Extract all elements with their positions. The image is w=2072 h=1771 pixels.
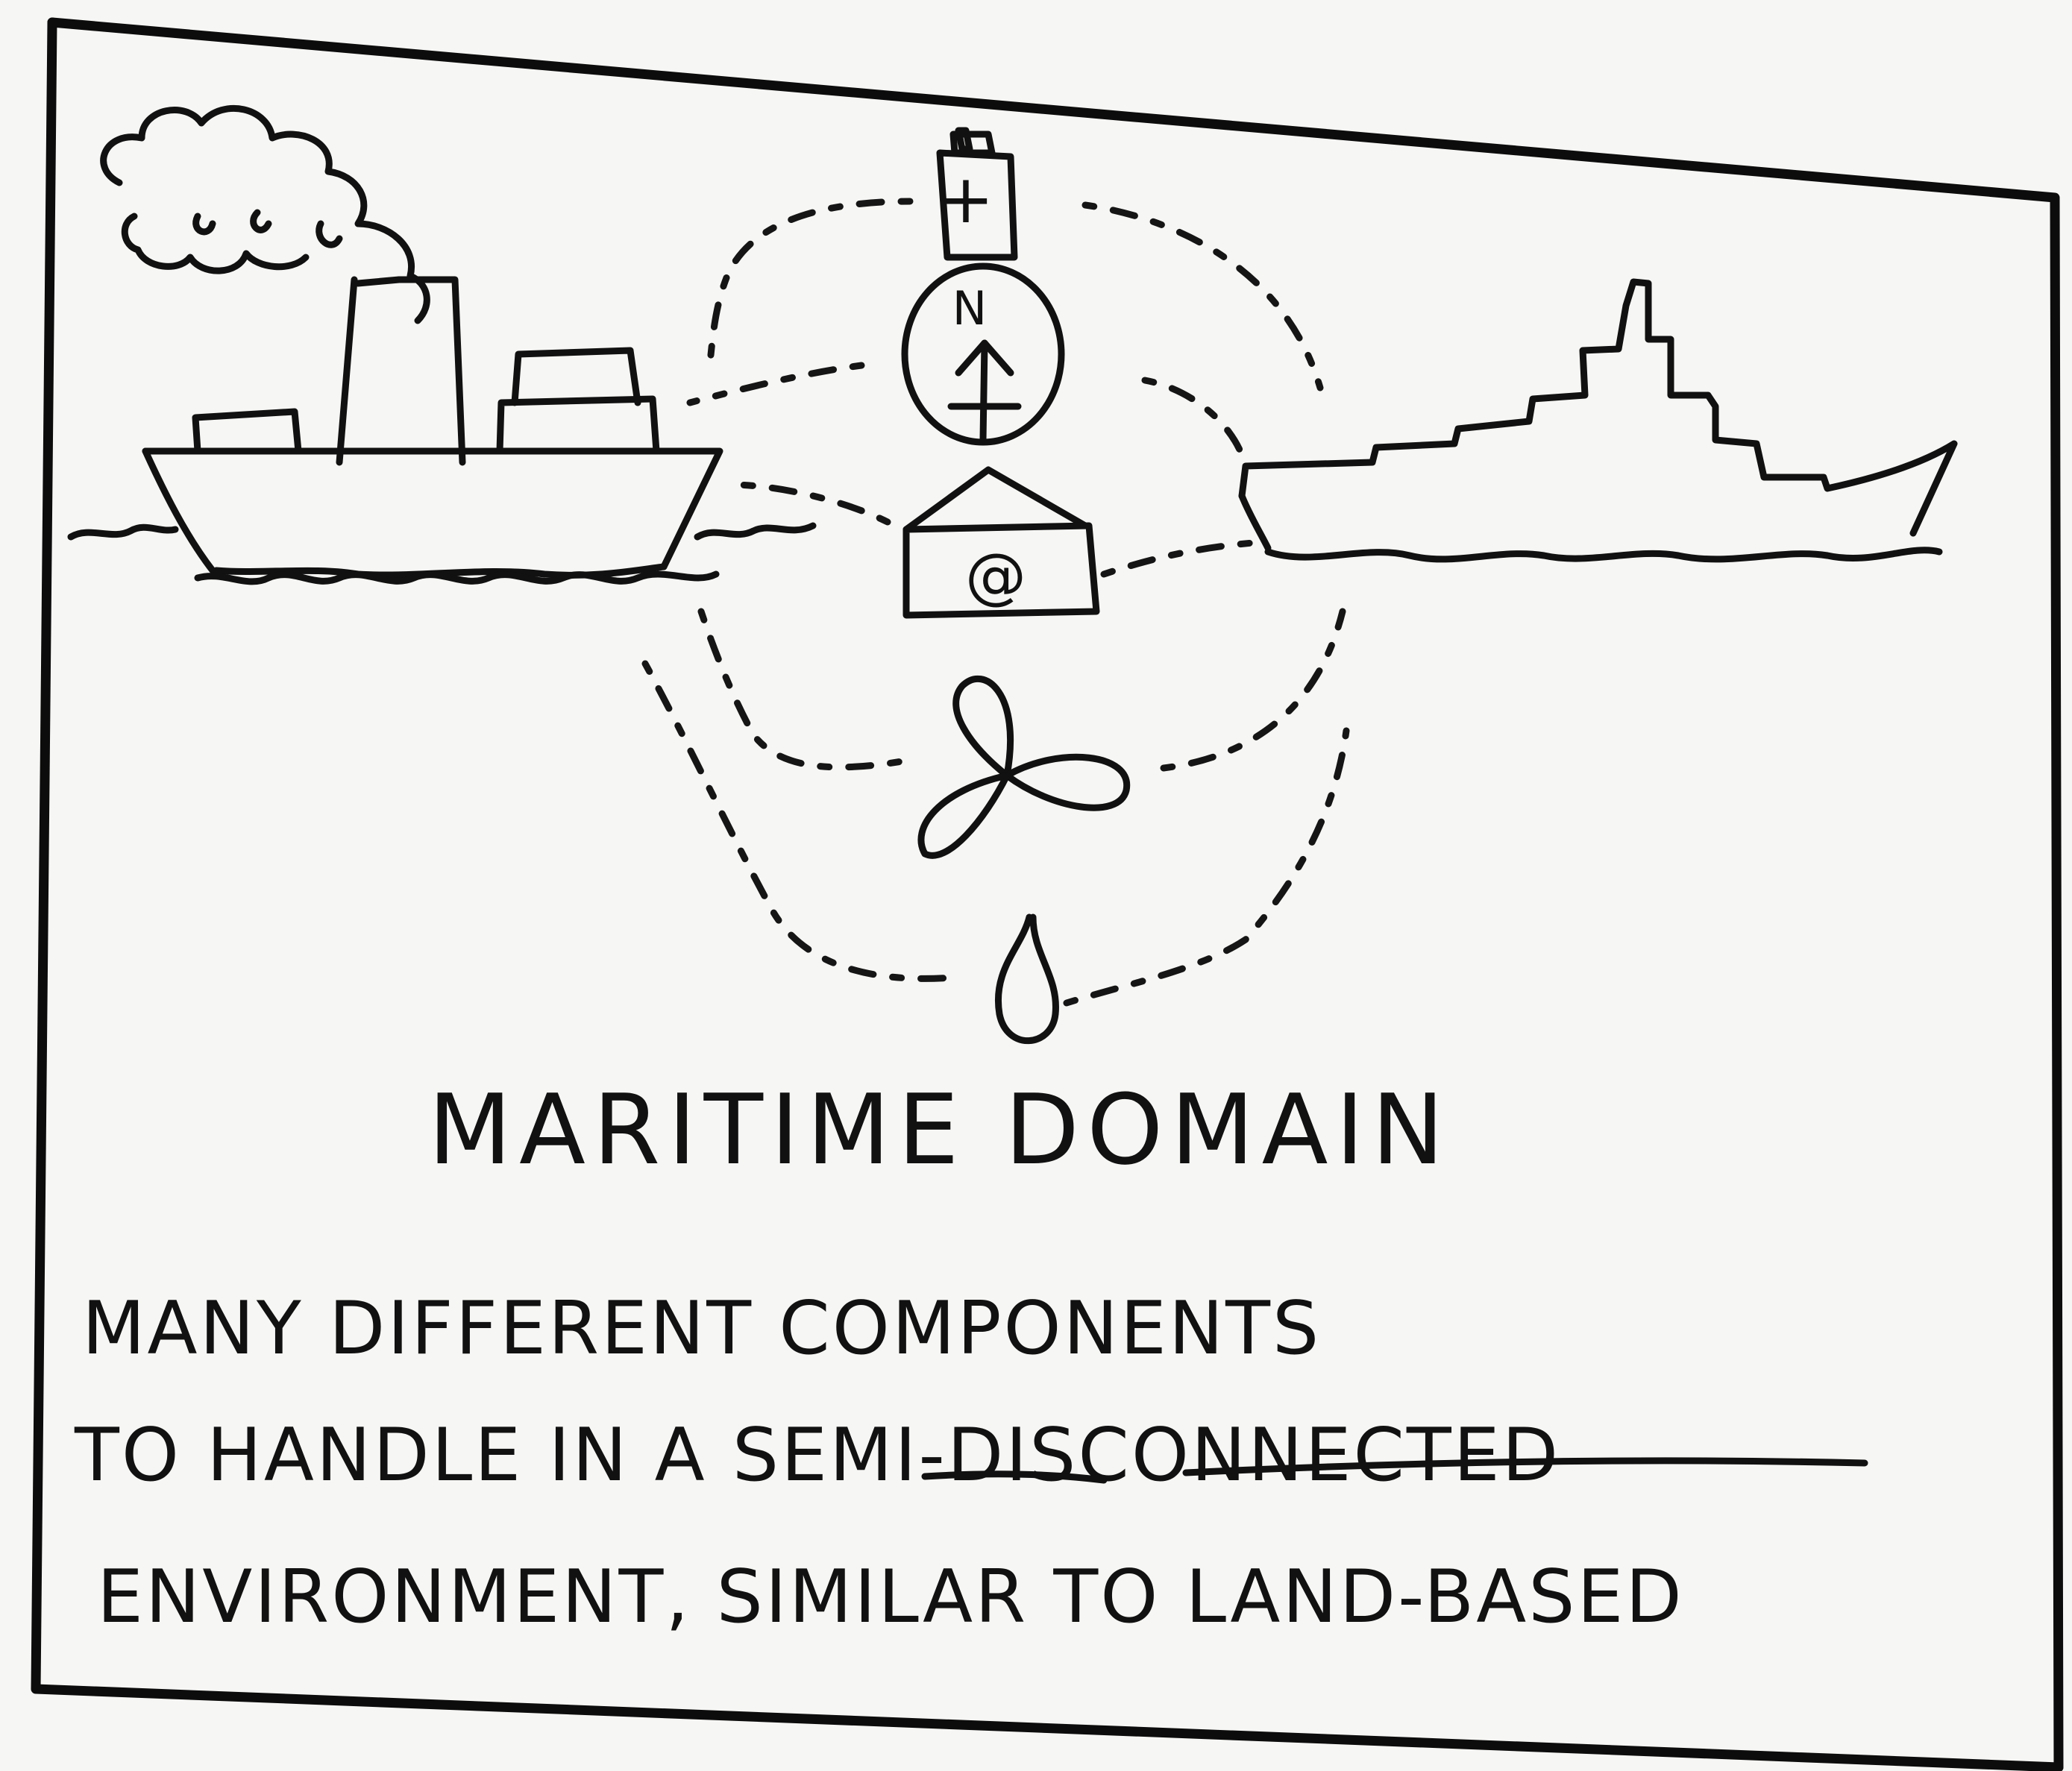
diagram-description: MANY DIFFERENT COMPONENTS TO HANDLE IN A… [74,1286,1684,1640]
compass-north-label: N [952,281,987,336]
diagram-title: MARITIME DOMAIN [428,1073,1451,1186]
emphasis-underlines [921,1457,1868,1484]
fuel-drop-icon [995,913,1059,1045]
email-at-label: @ [965,541,1026,611]
description-line-2: TO HANDLE IN A SEMI-DISCONNECTED [74,1413,1560,1498]
description-line-3: ENVIRONMENT, SIMILAR TO LAND-BASED [97,1555,1684,1640]
smoke-cloud-icon [100,104,430,324]
email-icon: @ [902,466,1100,619]
cargo-ship-icon [142,276,723,585]
underline-semi [921,1470,1108,1484]
battery-icon: + [936,127,1018,261]
diagram-frame [31,17,2064,1771]
warship-icon [1238,278,1958,563]
compass-icon: N [901,262,1065,446]
description-line-1: MANY DIFFERENT COMPONENTS [82,1286,1321,1371]
propeller-icon [917,675,1131,859]
waves-icon [67,522,817,541]
underline-disconnected [1182,1457,1868,1476]
battery-plus-label: + [938,160,993,239]
connection-lines [641,198,1350,1007]
